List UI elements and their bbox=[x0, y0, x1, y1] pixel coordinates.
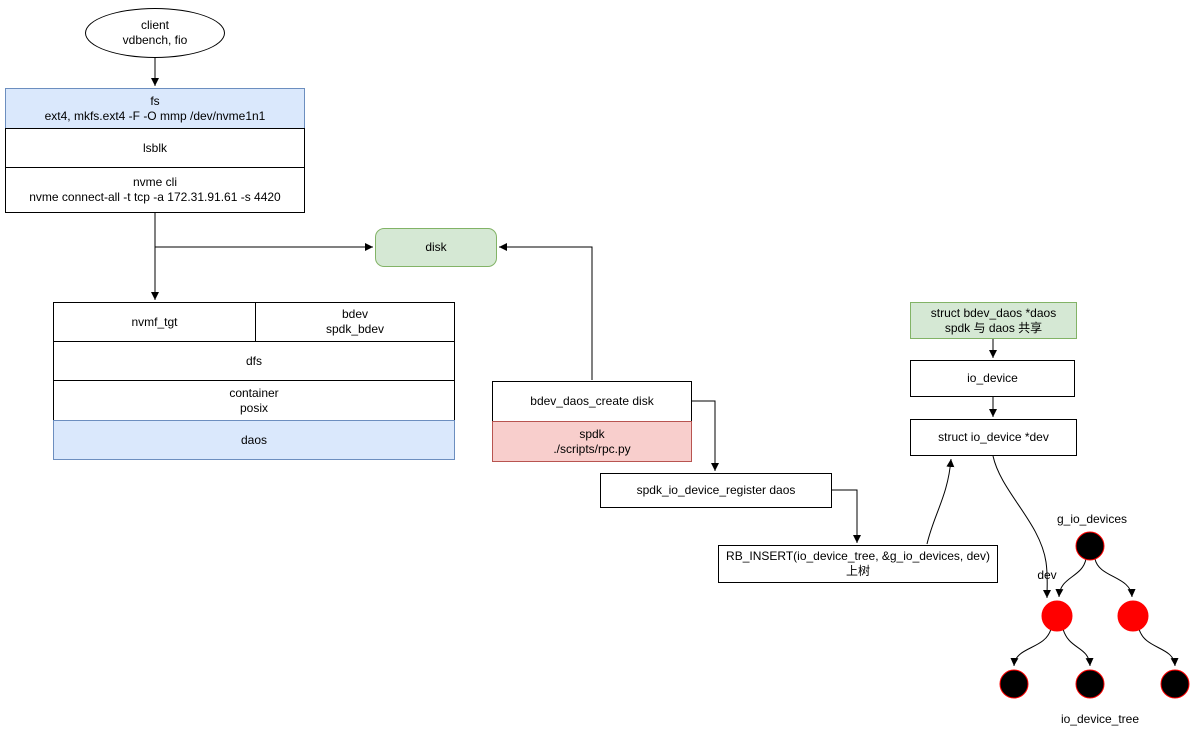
tree-edge-root-right bbox=[1094, 558, 1136, 598]
container-title: container bbox=[229, 385, 279, 400]
lsblk-box: lsblk bbox=[5, 128, 305, 168]
container-subtitle: posix bbox=[239, 400, 268, 415]
daos-label: daos bbox=[240, 432, 268, 447]
rb-insert-box: RB_INSERT(io_device_tree, &g_io_devices,… bbox=[718, 545, 998, 583]
fs-box: fs ext4, mkfs.ext4 -F -O mmp /dev/nvme1n… bbox=[5, 88, 305, 129]
tree-edge-left-leftleaf bbox=[1010, 628, 1052, 667]
tree-node-root bbox=[1075, 531, 1105, 561]
bdev-daos-create-box: bdev_daos_create disk bbox=[492, 381, 692, 422]
rb-insert-note: 上树 bbox=[845, 564, 870, 578]
daos-row: daos bbox=[53, 420, 455, 460]
bdev-cell: bdev spdk_bdev bbox=[255, 302, 455, 342]
spdk-rpc-box: spdk ./scripts/rpc.py bbox=[492, 421, 692, 462]
fs-command: ext4, mkfs.ext4 -F -O mmp /dev/nvme1n1 bbox=[44, 108, 266, 123]
rb-insert-call: RB_INSERT(io_device_tree, &g_io_devices,… bbox=[726, 549, 990, 563]
io-device-label: io_device bbox=[967, 371, 1018, 385]
io-device-tree-caption: io_device_tree bbox=[1060, 712, 1140, 726]
lsblk-label: lsblk bbox=[142, 140, 167, 155]
bdev-title: bdev bbox=[341, 307, 369, 321]
dfs-label: dfs bbox=[245, 353, 262, 368]
tree-node-left-right bbox=[1075, 669, 1105, 699]
bdev-subtitle: spdk_bdev bbox=[325, 322, 385, 336]
spdk-rpc-subtitle: ./scripts/rpc.py bbox=[553, 441, 631, 456]
struct-bdev-daos-title: struct bdev_daos *daos bbox=[930, 305, 1057, 320]
spdk-rpc-title: spdk bbox=[579, 426, 605, 441]
dev-edge-label: dev bbox=[1037, 568, 1057, 582]
struct-bdev-daos-box: struct bdev_daos *daos spdk 与 daos 共享 bbox=[910, 302, 1077, 339]
client-title: client bbox=[140, 18, 169, 32]
nvmf-tgt-label: nvmf_tgt bbox=[131, 314, 178, 329]
tree-edge-root-left bbox=[1055, 558, 1087, 598]
struct-io-device-dev-label: struct io_device *dev bbox=[938, 430, 1049, 444]
struct-bdev-daos-note: spdk 与 daos 共享 bbox=[944, 320, 1043, 335]
arrow-create-to-register bbox=[692, 400, 719, 471]
tree-node-right-right bbox=[1160, 669, 1190, 699]
nvme-cli-title: nvme cli bbox=[132, 175, 177, 189]
fs-title: fs bbox=[150, 93, 160, 108]
tree-node-left-left bbox=[999, 669, 1029, 699]
disk-label: disk bbox=[425, 240, 447, 254]
io-device-box: io_device bbox=[910, 360, 1075, 397]
nvme-cli-box: nvme cli nvme connect-all -t tcp -a 172.… bbox=[5, 167, 305, 213]
arrow-register-to-rb-insert bbox=[832, 489, 861, 543]
tree-edge-right-rightleaf bbox=[1138, 628, 1179, 667]
disk-node: disk bbox=[375, 228, 497, 267]
spdk-io-device-register-box: spdk_io_device_register daos bbox=[600, 473, 832, 508]
client-node: client vdbench, fio bbox=[85, 8, 225, 58]
arrow-bdev-daos-create-to-disk bbox=[499, 243, 593, 380]
arrow-io-device-dev-to-tree-node bbox=[992, 455, 1052, 599]
spdk-io-device-register-label: spdk_io_device_register daos bbox=[636, 483, 796, 497]
struct-io-device-dev-box: struct io_device *dev bbox=[910, 419, 1077, 456]
client-tools: vdbench, fio bbox=[122, 33, 188, 47]
arrow-rb-insert-to-io-device-dev bbox=[926, 458, 955, 545]
dfs-row: dfs bbox=[53, 341, 455, 381]
g-io-devices-label: g_io_devices bbox=[1056, 512, 1128, 526]
tree-node-left bbox=[1041, 600, 1073, 632]
tree-edge-left-rightleaf bbox=[1062, 628, 1094, 667]
bdev-daos-create-label: bdev_daos_create disk bbox=[530, 394, 654, 408]
nvmf-tgt-cell: nvmf_tgt bbox=[53, 302, 256, 342]
tree-node-right bbox=[1117, 600, 1149, 632]
container-row: container posix bbox=[53, 380, 455, 421]
nvme-cli-command: nvme connect-all -t tcp -a 172.31.91.61 … bbox=[29, 190, 281, 204]
